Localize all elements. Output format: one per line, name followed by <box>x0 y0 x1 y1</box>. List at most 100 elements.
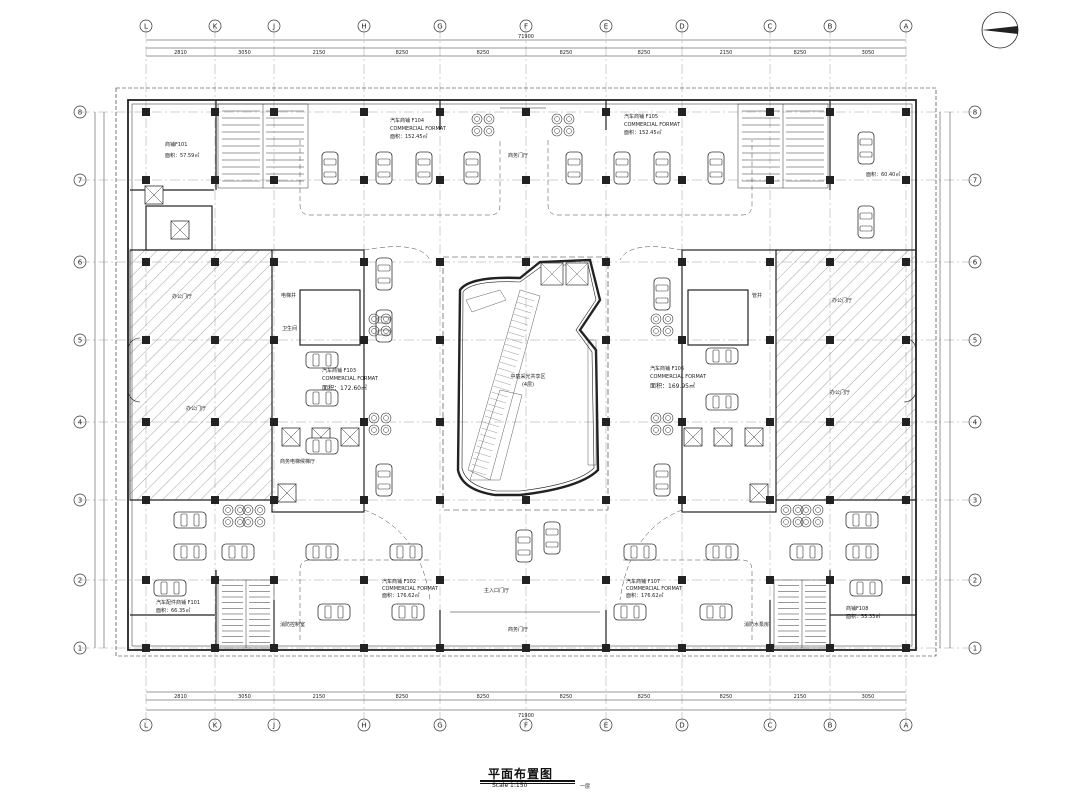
column-mark <box>602 176 610 184</box>
showroom-f106-name: 汽车商铺 F106 <box>650 365 684 372</box>
grid-row-right-label: 8 <box>973 109 977 117</box>
dimension-value: 2150 <box>313 50 326 56</box>
column-mark <box>826 258 834 266</box>
grid-col-bottom-label: C <box>768 722 773 730</box>
grid-col-top-label: C <box>768 23 773 31</box>
bottom-right-shop-area: 面积：55.33㎡ <box>846 613 880 620</box>
showroom-f103-name: 汽车商铺 F103 <box>322 367 356 374</box>
car-icon <box>375 309 393 343</box>
grid-col-bottom-label: F <box>524 722 528 730</box>
column-mark <box>678 176 686 184</box>
column-mark <box>436 418 444 426</box>
grid-col-bottom-label: J <box>272 722 275 730</box>
column-mark <box>678 108 686 116</box>
column-mark <box>211 496 219 504</box>
column-mark <box>678 258 686 266</box>
elevator-hall-label: 商务电梯候梯厅 <box>280 458 315 465</box>
car-icon <box>705 393 739 411</box>
showroom-f104-name: 汽车商铺 F104 <box>390 117 424 124</box>
showroom-f102-name: 汽车商铺 F102 <box>382 578 416 585</box>
fire-control-left: 消防控制室 <box>280 621 305 628</box>
dimension-value: 8250 <box>720 694 733 700</box>
column-mark <box>436 258 444 266</box>
grid-row-right-label: 7 <box>973 177 977 185</box>
column-mark <box>436 108 444 116</box>
small-room-label-3: 管井 <box>752 292 762 299</box>
column-mark <box>522 576 530 584</box>
showroom-f104-type: COMMERCIAL FORMAT <box>390 126 447 132</box>
column-mark <box>902 576 910 584</box>
grid-row-left-label: 2 <box>78 577 82 585</box>
column-mark <box>602 496 610 504</box>
dimension-value: 8250 <box>560 50 573 56</box>
column-mark <box>436 576 444 584</box>
column-mark <box>522 496 530 504</box>
bottom-left-shop-area: 面积：66.35㎡ <box>156 607 190 614</box>
column-mark <box>360 108 368 116</box>
title-underline <box>480 780 575 782</box>
grid-col-top-label: D <box>679 23 684 31</box>
column-mark <box>522 644 530 652</box>
showroom-f105-area: 面积：152.45㎡ <box>624 129 662 136</box>
showroom-f105-type: COMMERCIAL FORMAT <box>624 122 681 128</box>
grid-col-top-label: A <box>904 23 909 31</box>
car-icon <box>173 543 207 561</box>
showroom-f107-type: COMMERCIAL FORMAT <box>626 586 683 592</box>
grid-col-bottom-K: K <box>208 718 222 732</box>
entrances <box>127 107 917 613</box>
column-mark <box>826 108 834 116</box>
grid-col-bottom-label: K <box>213 722 218 730</box>
column-mark <box>766 176 774 184</box>
grid-row-right-label: 4 <box>973 419 978 427</box>
column-mark <box>360 576 368 584</box>
showroom-f106-area: 面积：169.95㎡ <box>650 382 695 390</box>
grid-row-right-label: 5 <box>973 337 977 345</box>
column-mark <box>270 644 278 652</box>
column-mark <box>766 496 774 504</box>
car-icon <box>705 347 739 365</box>
grid-col-top-label: L <box>144 23 148 31</box>
column-mark <box>211 176 219 184</box>
showroom-f102-type: COMMERCIAL FORMAT <box>382 586 439 592</box>
column-mark <box>766 336 774 344</box>
dimension-value: 8250 <box>396 50 409 56</box>
column-mark <box>826 496 834 504</box>
dimension-value: 8250 <box>560 694 573 700</box>
column-mark <box>270 108 278 116</box>
grid-col-bottom-C: C <box>763 718 777 732</box>
drawing-scale: Scale 1:150 <box>492 782 528 789</box>
right-hall-mid-label: 办公门厅 <box>830 389 850 396</box>
showroom-f107-area: 面积：176.62㎡ <box>626 592 664 599</box>
right-top-shop-area: 面积：60.40㎡ <box>866 171 900 178</box>
car-icon <box>845 543 879 561</box>
grid-col-top-L: L <box>139 19 153 33</box>
dimension-value: 2150 <box>720 50 733 56</box>
drawing-floor: 一层 <box>580 784 591 790</box>
column-mark <box>826 576 834 584</box>
column-mark <box>902 258 910 266</box>
grid-col-top-label: B <box>828 23 833 31</box>
column-mark <box>436 644 444 652</box>
column-mark <box>360 176 368 184</box>
car-icon <box>391 603 425 621</box>
car-icon <box>375 257 393 291</box>
car-icon <box>705 543 739 561</box>
column-mark <box>602 644 610 652</box>
right-hall-top-label: 办公门厅 <box>832 297 852 304</box>
grid-col-bottom-label: G <box>437 722 442 730</box>
grid-row-left-label: 5 <box>78 337 82 345</box>
column-mark <box>211 576 219 584</box>
stairs <box>217 103 831 649</box>
grid-col-bottom-label: L <box>144 722 148 730</box>
planters <box>223 114 823 527</box>
car-icon <box>305 543 339 561</box>
column-mark <box>436 496 444 504</box>
car-icon <box>173 511 207 529</box>
column-mark <box>211 418 219 426</box>
bottom-left-shop-name: 汽车配件商铺 F101 <box>156 599 200 606</box>
grid-row-right-label: 3 <box>973 497 977 505</box>
car-icon <box>321 151 339 185</box>
showroom-f106-type: COMMERCIAL FORMAT <box>650 374 707 380</box>
column-mark <box>602 336 610 344</box>
column-mark <box>142 176 150 184</box>
